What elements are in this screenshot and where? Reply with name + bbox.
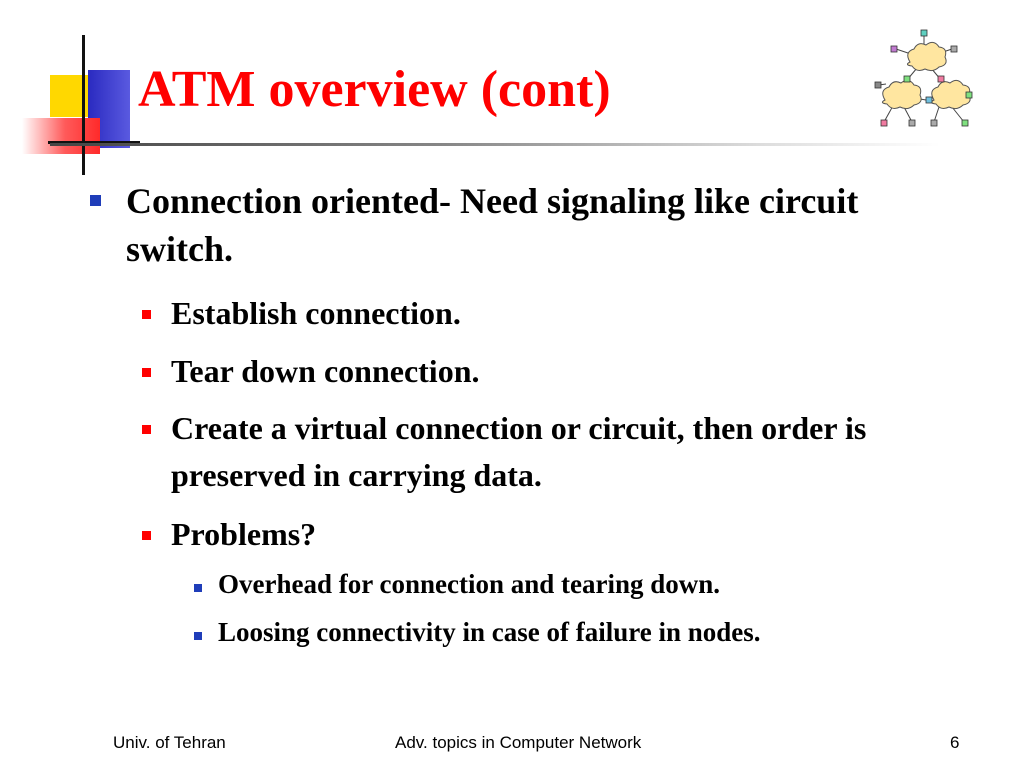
bullet-marker-level1 [90,195,101,206]
bullet-marker-level3 [194,632,202,640]
network-clouds-icon [874,29,973,127]
bullet-marker-level3 [194,584,202,592]
bullet-marker-level2 [142,531,151,540]
footer-course-title: Adv. topics in Computer Network [395,733,642,752]
bullet-marker-level2 [142,425,151,434]
bullet-virtual-connection: Create a virtual connection or circuit, … [171,410,867,493]
bullet-connection-oriented: Connection oriented- Need signaling like… [126,181,859,269]
red-bar [22,118,100,154]
yellow-square [50,75,88,117]
footer-page-number: 6 [950,733,960,752]
bullet-tear-down-connection: Tear down connection. [171,353,480,389]
bullet-problems: Problems? [171,516,317,552]
footer-institution: Univ. of Tehran [113,733,226,752]
bullet-marker-level2 [142,310,151,319]
bullet-overhead: Overhead for connection and tearing down… [218,569,721,599]
bullet-loosing-connectivity: Loosing connectivity in case of failure … [218,617,761,647]
bullet-establish-connection: Establish connection. [171,295,461,331]
corner-decoration [0,0,140,185]
slide-title: ATM overview (cont) [138,61,611,118]
bullet-marker-level2 [142,368,151,377]
horizontal-line [48,141,140,144]
vertical-line [82,35,85,175]
title-underline [50,143,940,146]
